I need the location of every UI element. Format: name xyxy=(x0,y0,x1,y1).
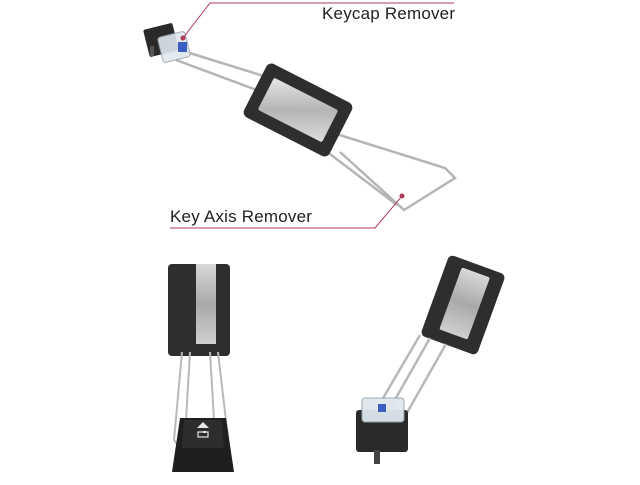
callout-line-keycap xyxy=(182,2,454,39)
handle-body xyxy=(243,63,353,157)
switch-pulled xyxy=(356,397,408,464)
callout-line-axis xyxy=(170,195,403,229)
tool-top-view xyxy=(143,2,457,229)
lower-wire-loop xyxy=(321,130,457,212)
tool-pulling-switch xyxy=(356,255,505,464)
upper-wire xyxy=(175,48,271,94)
keycap xyxy=(172,418,234,472)
callout-dot-keycap xyxy=(180,35,186,41)
key-axis-remover-label: Key Axis Remover xyxy=(170,207,313,226)
keycap-remover-label: Keycap Remover xyxy=(322,4,456,23)
callout-dot-axis xyxy=(399,193,405,199)
mechanical-switch xyxy=(143,23,191,63)
tool-pulling-keycap xyxy=(168,264,234,472)
